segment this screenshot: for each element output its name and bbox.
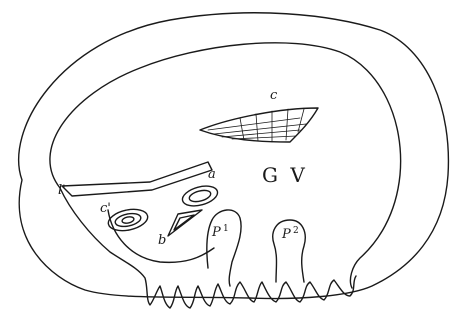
label-b: b [158, 233, 166, 248]
label-p2-sup: 2 [293, 226, 299, 236]
ellipse-cluster-c-prime [106, 206, 149, 234]
label-l-prime: l' [58, 183, 66, 198]
label-c-prime: c' [100, 201, 111, 216]
triangle-b [168, 210, 202, 236]
inner-outline [50, 43, 401, 288]
label-p1-sup: 1 [223, 224, 229, 234]
label-c-top: c [270, 88, 278, 103]
label-p1: P [211, 225, 221, 240]
ellipse-cluster-a [180, 183, 219, 210]
lobe-p1 [207, 210, 241, 286]
label-gv: G V [262, 163, 308, 187]
label-p2: P [281, 227, 291, 242]
label-a: a [208, 167, 216, 182]
hatched-patch-c [200, 108, 318, 142]
